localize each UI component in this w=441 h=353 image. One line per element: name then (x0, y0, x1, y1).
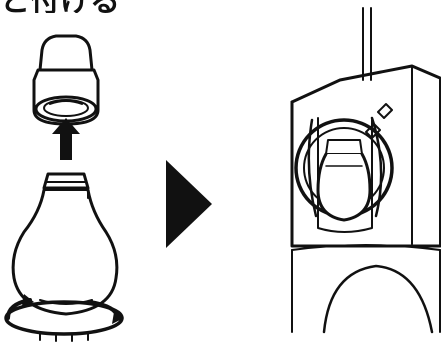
arrow-up-icon (52, 118, 80, 160)
instruction-heading: と付ける (0, 0, 140, 13)
rotate-cw-icon (4, 294, 124, 342)
ceiling-fixture (290, 7, 441, 248)
shade-lower-panel (291, 244, 441, 334)
play-triangle-icon (166, 160, 212, 248)
installed-light-bulb (316, 139, 372, 222)
light-bulb (11, 172, 119, 316)
lamp-socket (32, 34, 100, 126)
